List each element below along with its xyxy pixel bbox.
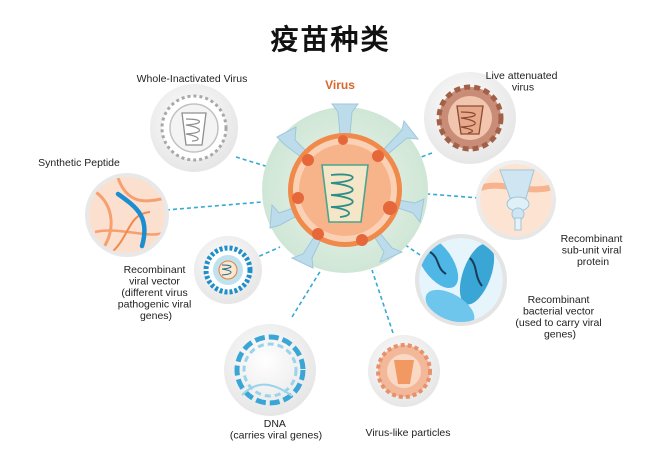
connector-recombinant-subunit bbox=[427, 193, 480, 199]
label-recombinant-bacterial-vector: Recombinant bacterial vector (used to ca… bbox=[515, 294, 604, 341]
connector-recombinant-viral-vector bbox=[252, 246, 281, 260]
recombinant-bacterial-vector-illustration bbox=[415, 234, 507, 326]
recombinant-viral-vector-illustration bbox=[194, 236, 262, 304]
dna-illustration bbox=[224, 324, 316, 416]
label-recombinant-subunit: Recombinant sub-unit viral protein bbox=[561, 233, 626, 268]
synthetic-peptide-illustration bbox=[85, 173, 169, 257]
virus-label: Virus bbox=[325, 78, 355, 92]
virus-illustration bbox=[262, 103, 428, 273]
connector-synthetic-peptide bbox=[165, 201, 263, 211]
label-whole-inactivated-virus: Whole-Inactivated Virus bbox=[137, 73, 248, 85]
label-synthetic-peptide: Synthetic Peptide bbox=[38, 157, 120, 169]
capsid-blobs bbox=[292, 135, 397, 246]
live-attenuated-virus-illustration bbox=[424, 72, 516, 164]
label-dna: DNA (carries viral genes) bbox=[230, 418, 322, 442]
page-title: 疫苗种类 bbox=[270, 23, 391, 56]
whole-inactivated-virus-illustration bbox=[150, 84, 238, 172]
label-virus-like-particles: Virus-like particles bbox=[366, 427, 451, 439]
label-live-attenuated-virus: Live attenuated virus bbox=[486, 70, 561, 94]
vaccine-type-labels: Whole-Inactivated Virus Live attenuated … bbox=[38, 70, 626, 442]
connector-virus-like-particles bbox=[371, 269, 394, 334]
recombinant-subunit-illustration bbox=[476, 160, 556, 240]
viral-rna bbox=[330, 173, 354, 218]
label-recombinant-viral-vector: Recombinant viral vector (different viru… bbox=[118, 264, 194, 322]
connector-dna bbox=[291, 269, 322, 318]
virus-like-particles-illustration bbox=[368, 335, 440, 407]
